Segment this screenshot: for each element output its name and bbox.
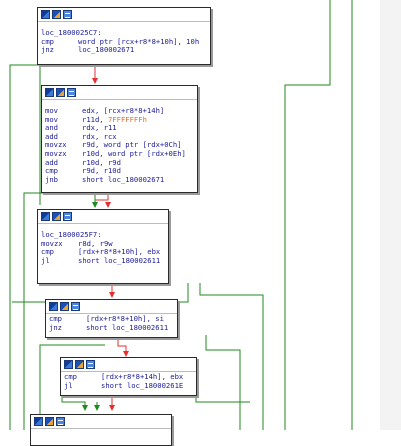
block-header bbox=[31, 415, 171, 429]
mnemonic: jnz bbox=[41, 45, 54, 55]
instruction-line[interactable]: add r10d, r9d bbox=[45, 157, 194, 168]
instruction-line[interactable]: mov edx, [rcx+r8*8+14h] bbox=[45, 106, 194, 116]
operand: loc_180002671 bbox=[78, 45, 135, 55]
mnemonic: add bbox=[45, 131, 58, 141]
operand: r10d, r9d bbox=[82, 157, 121, 167]
operand: r8d, r9w bbox=[78, 238, 113, 248]
operand: short loc_180002611 bbox=[86, 322, 169, 332]
mnemonic: jnz bbox=[49, 322, 62, 332]
block-color-icon[interactable] bbox=[49, 302, 58, 311]
operand-register: r11d, bbox=[82, 114, 108, 124]
instruction-line[interactable]: cmp [rdx+r8*8+14h], ebx bbox=[64, 372, 193, 382]
graph-scroll-margin bbox=[380, 0, 401, 430]
instruction-line[interactable]: cmp r9d, r10d bbox=[45, 166, 194, 176]
block-color-icon[interactable] bbox=[41, 212, 50, 221]
mnemonic: and bbox=[45, 123, 58, 133]
mnemonic: jnb bbox=[45, 174, 58, 184]
instruction-line[interactable]: movzx r9d, word ptr [rdx+0Ch] bbox=[45, 141, 194, 150]
code-block-4[interactable]: cmp [rdx+r8*8+10h], si jnz short loc_18000… bbox=[45, 299, 178, 338]
operand: short loc_180002671 bbox=[82, 174, 165, 184]
operand: r9d, r10d bbox=[82, 166, 121, 176]
operand: rdx, rcx bbox=[82, 131, 117, 141]
operand: short loc_18000261E bbox=[101, 380, 184, 390]
arrowheads bbox=[82, 78, 129, 411]
block-color-icon[interactable] bbox=[41, 10, 50, 19]
block-header bbox=[46, 300, 177, 314]
block-group-icon[interactable] bbox=[67, 88, 76, 97]
block-edit-icon[interactable] bbox=[75, 360, 84, 369]
mnemonic: jl bbox=[64, 380, 73, 390]
mnemonic: jl bbox=[41, 255, 50, 265]
mnemonic: cmp bbox=[49, 314, 62, 323]
operand: [rdx+r8*8+10h], ebx bbox=[78, 247, 161, 257]
instruction-line[interactable]: cmp [rdx+r8*8+10h], si bbox=[49, 314, 174, 324]
code-label[interactable]: loc_1800025C7: bbox=[41, 28, 102, 37]
block-group-icon[interactable] bbox=[56, 417, 65, 426]
code-block-5[interactable]: cmp [rdx+r8*8+14h], ebx jl short loc_18000… bbox=[60, 357, 197, 396]
block-group-icon[interactable] bbox=[71, 302, 80, 311]
block-group-icon[interactable] bbox=[63, 10, 72, 19]
instruction-line[interactable]: add rdx, rcx bbox=[45, 131, 194, 142]
operand: [rdx+r8*8+10h], si bbox=[86, 314, 164, 323]
instruction-line[interactable]: mov r11d, 7FFFFFFFh bbox=[45, 114, 194, 125]
instruction-line[interactable]: jnb short loc_180002671 bbox=[45, 174, 194, 185]
operand: short loc_180002611 bbox=[78, 255, 161, 265]
mnemonic: cmp bbox=[41, 247, 54, 257]
mnemonic: movzx bbox=[45, 148, 67, 158]
operand: [rdx+r8*8+14h], ebx bbox=[101, 372, 184, 381]
instruction-line[interactable]: jl short loc_180002611 bbox=[41, 255, 165, 266]
code-block-1[interactable]: loc_1800025C7: cmp word ptr [rcx+r8*8+10h… bbox=[37, 7, 211, 65]
operand-immediate: 7FFFFFFFh bbox=[107, 114, 147, 124]
block-edit-icon[interactable] bbox=[52, 212, 61, 221]
operand: word ptr [rcx+r8*8+10h], 10h bbox=[78, 36, 200, 46]
mnemonic: mov bbox=[45, 114, 58, 124]
block-header bbox=[61, 358, 196, 372]
code-label[interactable]: loc_1800025F7: bbox=[41, 230, 102, 239]
block-group-icon[interactable] bbox=[86, 360, 95, 369]
mnemonic: movzx bbox=[45, 140, 67, 150]
block-color-icon[interactable] bbox=[34, 417, 43, 426]
operand: r9d, word ptr [rdx+0Ch] bbox=[82, 140, 182, 150]
block-edit-icon[interactable] bbox=[45, 417, 54, 426]
code-block-6[interactable] bbox=[30, 414, 172, 446]
mnemonic: cmp bbox=[45, 166, 58, 176]
operand: rdx, r11 bbox=[82, 123, 117, 133]
block-group-icon[interactable] bbox=[63, 212, 72, 221]
block-edit-icon[interactable] bbox=[56, 88, 65, 97]
operand: r11d, 7FFFFFFFh bbox=[82, 115, 147, 124]
instruction-line[interactable]: jl short loc_18000261E bbox=[64, 380, 193, 391]
mnemonic: cmp bbox=[41, 36, 54, 46]
mnemonic: add bbox=[45, 157, 58, 167]
mnemonic: cmp bbox=[64, 372, 77, 381]
instruction-line[interactable]: jnz short loc_180002611 bbox=[49, 322, 174, 333]
instruction-line[interactable]: cmp [rdx+r8*8+10h], ebx bbox=[41, 247, 165, 257]
block-header bbox=[38, 8, 210, 22]
block-edit-icon[interactable] bbox=[60, 302, 69, 311]
instruction-line[interactable]: jnz loc_180002671 bbox=[41, 45, 207, 55]
instruction-line[interactable]: and rdx, r11 bbox=[45, 123, 194, 133]
block-header bbox=[42, 86, 197, 100]
block-color-icon[interactable] bbox=[45, 88, 54, 97]
instruction-line[interactable]: cmp word ptr [rcx+r8*8+10h], 10h bbox=[41, 36, 207, 47]
block-color-icon[interactable] bbox=[64, 360, 73, 369]
operand: r10d, word ptr [rdx+0Eh] bbox=[82, 148, 186, 158]
mnemonic: mov bbox=[45, 106, 58, 115]
instruction-line[interactable]: movzx r10d, word ptr [rdx+0Eh] bbox=[45, 148, 194, 159]
loop-edge-outer bbox=[9, 0, 353, 430]
block-header bbox=[38, 210, 168, 224]
mnemonic: movzx bbox=[41, 238, 63, 248]
code-block-3[interactable]: loc_1800025F7: movzx r8d, r9w cmp [rdx+r8*… bbox=[37, 209, 169, 284]
operand: edx, [rcx+r8*8+14h] bbox=[82, 106, 165, 115]
block-edit-icon[interactable] bbox=[52, 10, 61, 19]
instruction-line[interactable]: movzx r8d, r9w bbox=[41, 238, 165, 249]
code-block-2[interactable]: mov edx, [rcx+r8*8+14h] mov r11d, 7FFFFFFF… bbox=[41, 85, 198, 193]
